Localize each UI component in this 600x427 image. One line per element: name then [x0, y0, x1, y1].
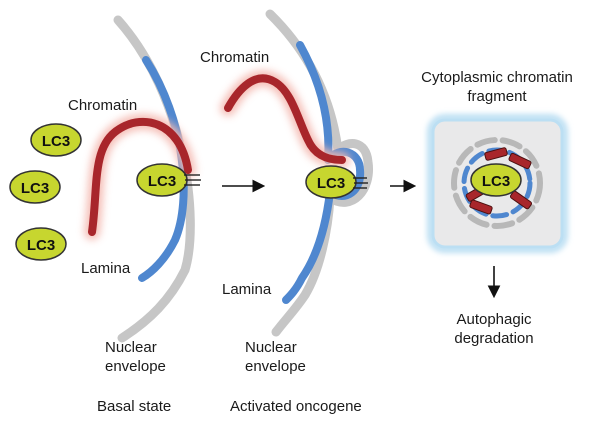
lc3-bound-left: LC3 [136, 163, 201, 197]
svg-text:LC3: LC3 [27, 237, 55, 254]
envelope-label-left: envelope [105, 358, 166, 375]
degradation-label-line-2: degradation [454, 330, 533, 347]
degradation-label-line-1: Autophagic [456, 311, 532, 328]
svg-text:LC3: LC3 [42, 133, 70, 150]
basal-state-caption: Basal state [97, 398, 171, 415]
activated-oncogene-panel: LC3 Chromatin Lamina Nuclear envelope Ac… [200, 9, 373, 415]
fragment-title-line-1: Cytoplasmic chromatin [421, 69, 573, 86]
lc3-free-3: LC3 [15, 227, 67, 261]
svg-text:LC3: LC3 [482, 173, 510, 190]
fragment-title-line-2: fragment [467, 88, 527, 105]
chromatin-label-left: Chromatin [68, 97, 137, 114]
lc3-free-2: LC3 [9, 170, 61, 204]
lc3-bound-middle: LC3 [305, 165, 368, 199]
svg-text:LC3: LC3 [317, 175, 345, 192]
chromatin-label-middle: Chromatin [200, 49, 269, 66]
nuclear-envelope-middle [265, 9, 373, 337]
envelope-label-middle: envelope [245, 358, 306, 375]
chromatin-left [88, 117, 192, 236]
svg-text:LC3: LC3 [21, 180, 49, 197]
lamina-left [138, 56, 188, 282]
chromatin-middle [224, 74, 346, 164]
activated-oncogene-caption: Activated oncogene [230, 398, 362, 415]
lc3-free-1: LC3 [30, 123, 82, 157]
lc3-fragment: LC3 [470, 163, 522, 197]
lamina-label-middle: Lamina [222, 281, 272, 298]
lamina-label-left: Lamina [81, 260, 131, 277]
fragment-panel: Cytoplasmic chromatin fragment LC3 Autop… [421, 69, 573, 347]
basal-state-panel: LC3 LC3 LC3 LC3 Chromatin Lamina Nuclear… [9, 15, 201, 415]
svg-text:LC3: LC3 [148, 173, 176, 190]
nuclear-label-middle: Nuclear [245, 339, 297, 356]
nuclear-label-left: Nuclear [105, 339, 157, 356]
